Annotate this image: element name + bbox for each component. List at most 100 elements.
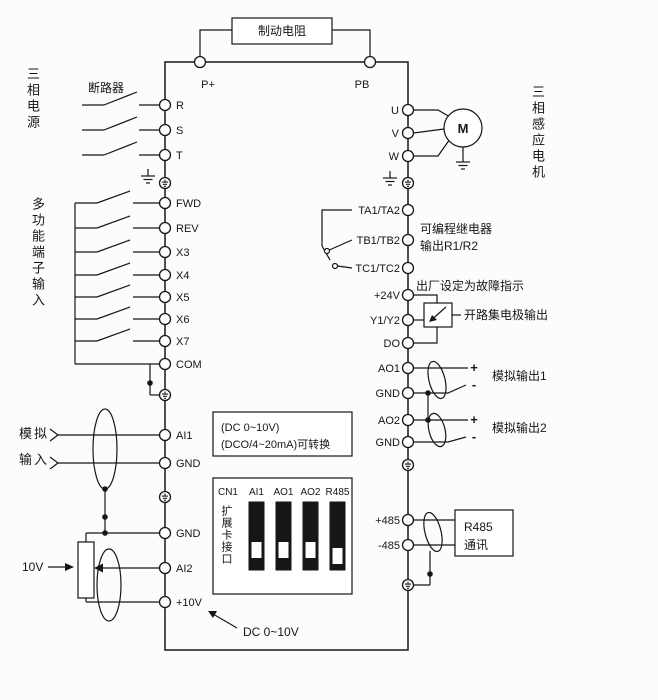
terminal-x4	[158, 268, 172, 282]
label-ao2-plus: +	[470, 412, 478, 427]
earth-terminal-right-1	[401, 176, 415, 190]
dc-range-arrow	[208, 611, 217, 618]
earth-glyph-motor	[455, 154, 471, 170]
dip-switch-ao1	[275, 501, 292, 571]
label-note-line2: (DCO/4~20mA)可转换	[221, 437, 330, 451]
label-u: U	[391, 105, 399, 117]
open-collector-circuit	[413, 294, 461, 344]
label-r: R	[176, 100, 184, 112]
label-dip-ao2: AO2	[300, 487, 320, 498]
label-10v-terminal: +10V	[176, 597, 203, 609]
label-ao1-plus: +	[470, 360, 478, 375]
label-tc: TC1/TC2	[355, 263, 400, 275]
terminal-x5	[158, 290, 172, 304]
label-24v: +24V	[374, 290, 401, 302]
earth-terminal-left-3	[158, 490, 172, 504]
pot-leader-arrow	[65, 563, 74, 571]
label-r485-line2: 通讯	[464, 538, 488, 552]
label-ai1: AI1	[176, 430, 193, 442]
label-do: DO	[384, 338, 401, 350]
transistor-arrow	[429, 315, 437, 322]
relay-circuit	[321, 209, 353, 270]
label-x3: X3	[176, 247, 189, 259]
terminal-x7	[158, 334, 172, 348]
label-motor-m: M	[458, 121, 469, 136]
label-t: T	[176, 150, 183, 162]
potentiometer	[77, 541, 95, 599]
terminal-u	[401, 103, 415, 117]
terminal-24v	[401, 288, 415, 302]
earth-terminal-right-3	[401, 578, 415, 592]
label-dip-cn1: CN1	[218, 487, 238, 498]
digital-input-circuit	[74, 190, 160, 396]
label-v: V	[392, 128, 400, 140]
shield-ellipse-485	[423, 511, 443, 553]
terminal-ta	[401, 203, 415, 217]
terminal-gnd-ai1	[158, 456, 172, 470]
brake-resistor-circuit	[199, 17, 371, 57]
label-analog-out1: 模拟输出1	[492, 368, 547, 383]
label-relay-line2: 输出R1/R2	[420, 238, 478, 253]
center-notes	[208, 411, 353, 629]
label-dip-r485: R485	[326, 487, 350, 498]
brake-resistor-box	[231, 17, 333, 45]
terminal-w	[401, 149, 415, 163]
label-dip-ao1: AO1	[273, 487, 293, 498]
label-485-minus: -485	[378, 540, 400, 552]
label-x7: X7	[176, 336, 189, 348]
label-ao2-minus: -	[472, 429, 476, 444]
rs485-box	[454, 509, 514, 557]
label-analog-out2: 模拟输出2	[492, 420, 547, 435]
terminal-485-plus	[401, 513, 415, 527]
terminal-485-minus	[401, 538, 415, 552]
terminal-r	[158, 98, 172, 112]
label-y1y2: Y1/Y2	[370, 315, 400, 327]
terminal-tb	[401, 233, 415, 247]
label-w: W	[389, 151, 400, 163]
label-ao1-minus: -	[472, 377, 476, 392]
label-gnd-ao2: GND	[376, 437, 401, 449]
label-expansion-card: 扩展卡接口	[220, 505, 232, 565]
label-note-line1: (DC 0~10V)	[221, 422, 279, 434]
terminal-t	[158, 148, 172, 162]
label-dc-range: DC 0~10V	[243, 625, 299, 639]
terminal-gnd-ao2	[401, 435, 415, 449]
motor-circuit	[413, 108, 483, 170]
terminal-rev	[158, 221, 172, 235]
label-brake-resistor: 制动电阻	[258, 24, 306, 38]
terminal-ai2	[158, 561, 172, 575]
terminal-gnd-low	[158, 526, 172, 540]
label-multi-function-input: 多功能端子输入	[30, 197, 45, 309]
earth-glyph-input	[140, 168, 156, 184]
terminal-ao2	[401, 413, 415, 427]
label-pb: PB	[355, 79, 370, 91]
label-three-phase-motor: 三相感应电机	[530, 85, 545, 181]
terminal-v	[401, 126, 415, 140]
note-box	[212, 411, 353, 457]
dip-switch-ao2	[302, 501, 319, 571]
label-fwd: FWD	[176, 198, 201, 210]
label-ao1: AO1	[378, 363, 400, 375]
label-tb: TB1/TB2	[357, 235, 400, 247]
terminal-do	[401, 336, 415, 350]
terminal-ai1	[158, 428, 172, 442]
label-x4: X4	[176, 270, 189, 282]
label-factory-note: 出厂设定为故障指示	[416, 278, 524, 293]
terminal-x3	[158, 245, 172, 259]
rs485-circuit	[413, 509, 514, 586]
terminal-fwd	[158, 196, 172, 210]
label-relay-line1: 可编程继电器	[420, 221, 492, 236]
label-ta: TA1/TA2	[358, 205, 400, 217]
label-ao2: AO2	[378, 415, 400, 427]
analog-input-circuit	[48, 408, 160, 622]
dip-switch-ai1	[248, 501, 265, 571]
label-s: S	[176, 125, 183, 137]
label-485-plus: +485	[375, 515, 400, 527]
label-dip-ai1: AI1	[249, 487, 264, 498]
inverter-outline	[164, 61, 409, 651]
shield-ellipse-ai1	[92, 408, 118, 490]
label-pot-10v: 10V	[22, 560, 43, 574]
terminal-gnd-ao1	[401, 386, 415, 400]
